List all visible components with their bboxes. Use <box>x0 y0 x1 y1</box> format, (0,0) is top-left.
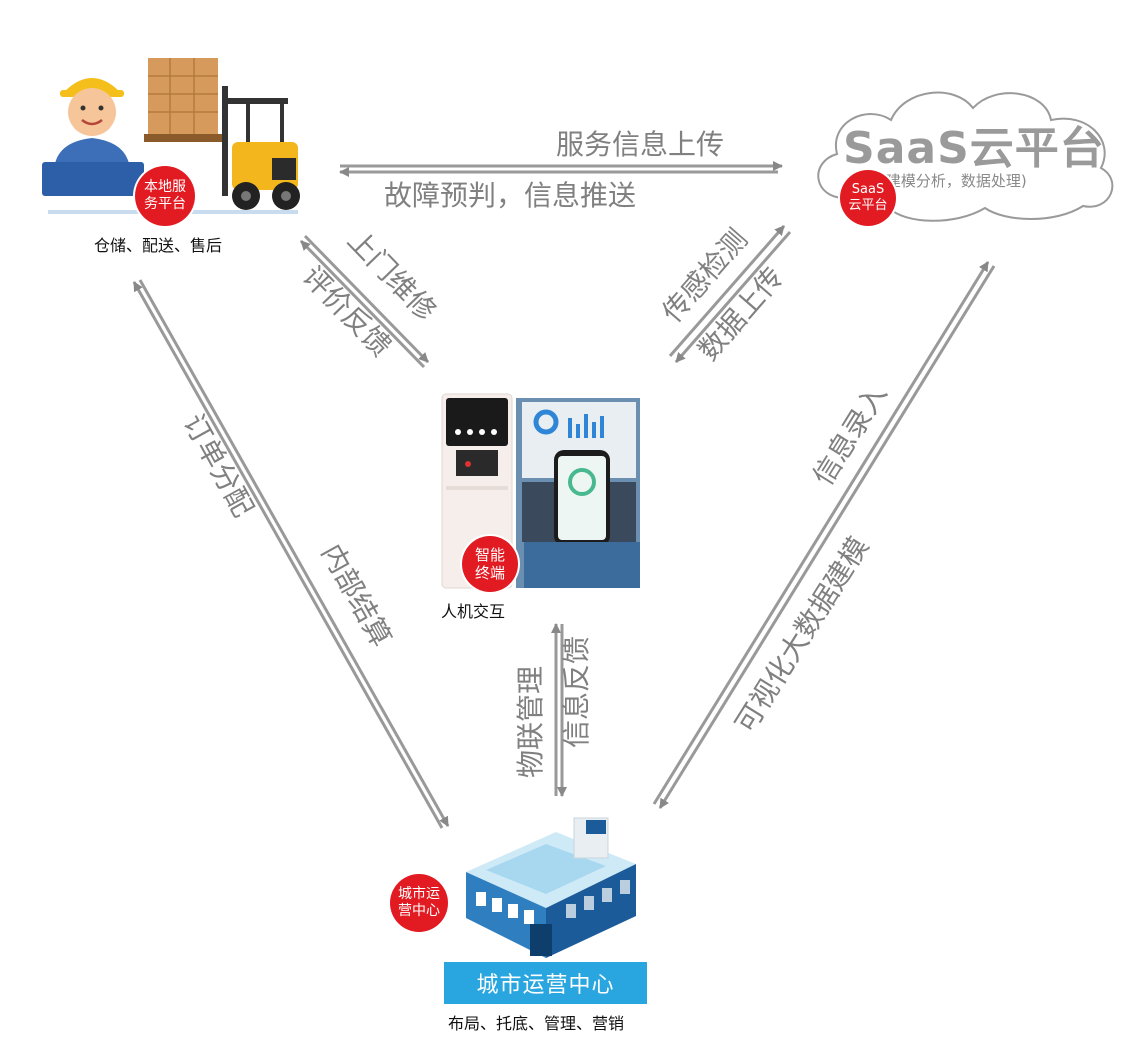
arrow-review-feedback <box>299 239 426 369</box>
city-badge-line2: 营中心 <box>398 903 440 919</box>
local-platform-caption: 仓储、配送、售后 <box>94 236 223 255</box>
city-badge-line1: 城市运 <box>398 886 440 902</box>
saas-badge-line1: SaaS <box>851 182 885 197</box>
saas-title: SaaS云平台 <box>843 123 1105 174</box>
terminal-caption: 人机交互 <box>441 602 506 621</box>
terminal-badge-line1: 智能 <box>474 546 505 564</box>
local-badge-line2: 务平台 <box>144 196 186 212</box>
arrow-internal-settle <box>132 281 444 829</box>
label-fault-push: 故障预判，信息推送 <box>384 179 636 212</box>
label-internal-settle: 内部结算 <box>315 538 398 652</box>
city-banner: 城市运营中心 <box>444 962 647 1004</box>
building-illustration <box>466 817 636 958</box>
city-caption: 布局、托底、管理、营销 <box>448 1014 625 1033</box>
arrow-sensor-detect <box>668 225 786 357</box>
arrow-data-upload <box>674 231 792 363</box>
city-badge: 城市运营中心 <box>390 874 448 932</box>
local-platform-badge: 本地服务平台 <box>135 166 195 226</box>
terminal-illustration <box>441 393 640 589</box>
label-iot-manage: 物联管理 <box>514 666 547 778</box>
label-info-feedback: 信息反馈 <box>560 636 593 748</box>
saas-badge-line2: 云平台 <box>848 198 888 213</box>
arrow-bigdata-model <box>652 261 990 805</box>
arrow-order-assign <box>138 279 450 827</box>
worker-forklift-illustration <box>42 58 300 214</box>
arrow-onsite-repair <box>303 234 430 364</box>
arrow-info-entry <box>658 265 996 809</box>
terminal-badge: 智能终端 <box>462 536 518 592</box>
terminal-badge-line2: 终端 <box>474 564 505 582</box>
local-badge-line1: 本地服 <box>144 179 186 195</box>
saas-subtitle: (建模分析，数据处理) <box>880 172 1027 190</box>
label-service-upload: 服务信息上传 <box>556 128 724 161</box>
label-order-assign: 订单分配 <box>177 408 260 522</box>
